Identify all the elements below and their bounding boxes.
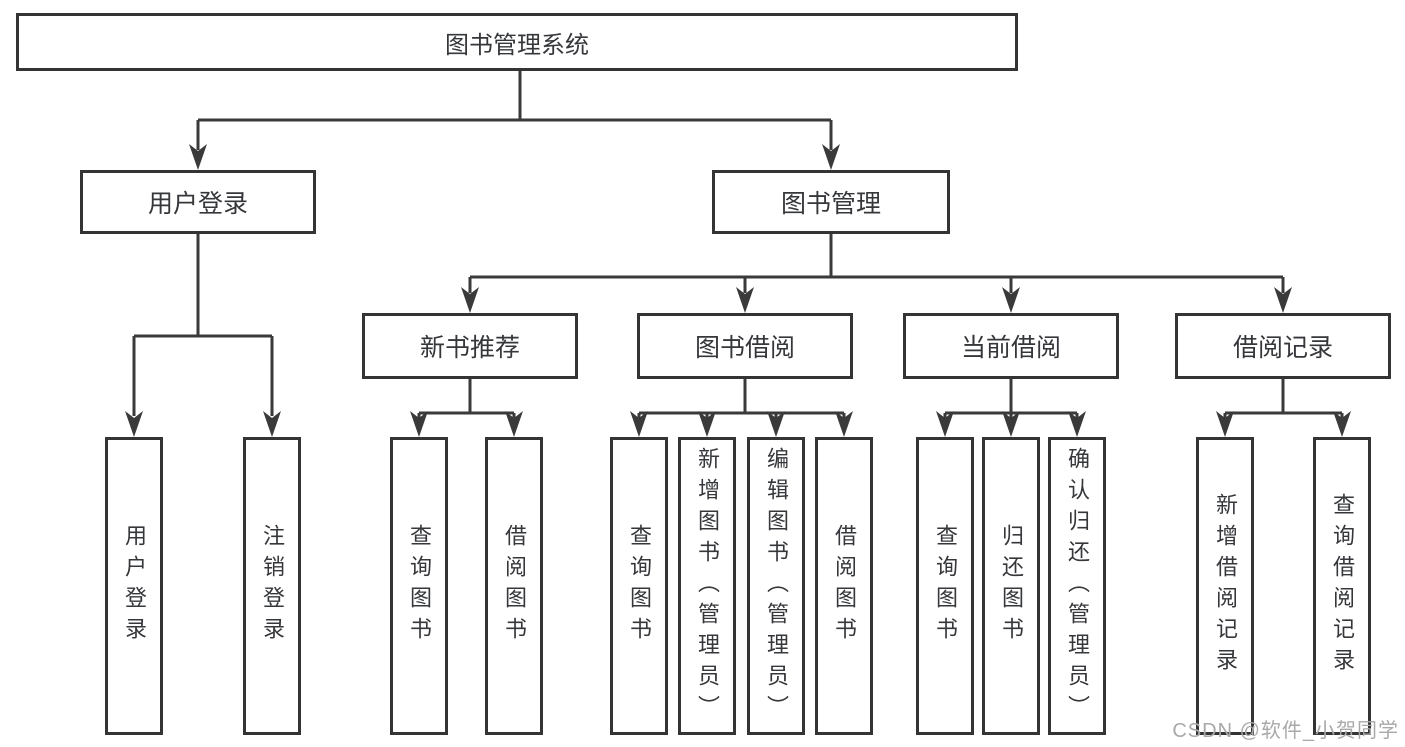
node-label: 新书推荐: [419, 334, 520, 362]
node-label: 图书管理: [780, 190, 881, 218]
node-label: 当前借阅: [960, 334, 1061, 362]
leaf-label: 查询借阅记录: [1330, 493, 1355, 679]
node-borrowing-records: 借阅记录: [1175, 313, 1391, 379]
leaf-borrow-books: 借阅图书: [485, 437, 543, 735]
watermark: CSDN @软件_小贺同学: [1172, 720, 1399, 742]
node-new-book-recommendation: 新书推荐: [362, 313, 578, 379]
leaf-label: 新增借阅记录: [1213, 493, 1238, 679]
leaf-edit-books-admin: 编辑图书（管理员）: [747, 437, 805, 735]
leaf-label: 归还图书: [999, 524, 1024, 648]
leaf-label: 编辑图书（管理员）: [764, 446, 789, 726]
node-label: 图书借阅: [694, 334, 795, 362]
leaf-query-borrow-record: 查询借阅记录: [1313, 437, 1371, 735]
leaf-return-books: 归还图书: [982, 437, 1040, 735]
arrowhead-icons: [125, 144, 1351, 437]
leaf-label: 借阅图书: [832, 524, 857, 648]
leaf-label: 用户登录: [122, 524, 147, 648]
leaf-user-login: 用户登录: [105, 437, 163, 735]
leaf-add-books-admin: 新增图书（管理员）: [678, 437, 736, 735]
connector-records-to-leaves: [1223, 379, 1344, 418]
node-label: 借阅记录: [1232, 334, 1333, 362]
node-current-borrowing: 当前借阅: [903, 313, 1119, 379]
leaf-label: 查询图书: [933, 524, 958, 648]
leaf-confirm-return-admin: 确认归还（管理员）: [1048, 437, 1106, 735]
node-label: 用户登录: [147, 190, 248, 218]
connector-root-to-level2: [196, 71, 833, 150]
leaf-label: 确认归还（管理员）: [1065, 446, 1090, 726]
connector-borrow-to-leaves: [637, 379, 846, 418]
connector-book-mgmt-to-level3: [468, 234, 1285, 293]
leaf-label: 新增图书（管理员）: [695, 446, 720, 726]
leaf-label: 查询图书: [627, 524, 652, 648]
node-root-library-system: 图书管理系统: [16, 13, 1018, 71]
node-label: 图书管理系统: [445, 31, 589, 59]
node-book-management: 图书管理: [712, 170, 950, 234]
leaf-logout: 注销登录: [243, 437, 301, 735]
leaf-label: 借阅图书: [502, 524, 527, 648]
leaf-add-borrow-record: 新增借阅记录: [1196, 437, 1254, 735]
leaf-query-books: 查询图书: [610, 437, 668, 735]
leaf-borrow-books: 借阅图书: [815, 437, 873, 735]
node-book-borrowing: 图书借阅: [637, 313, 853, 379]
leaf-label: 注销登录: [260, 524, 285, 648]
node-user-login: 用户登录: [80, 170, 316, 234]
leaf-label: 查询图书: [407, 524, 432, 648]
leaf-query-books: 查询图书: [916, 437, 974, 735]
connector-new-books-to-leaves: [417, 379, 516, 418]
connector-current-to-leaves: [943, 379, 1079, 418]
connector-user-login-to-leaves: [132, 234, 274, 416]
leaf-query-books: 查询图书: [390, 437, 448, 735]
